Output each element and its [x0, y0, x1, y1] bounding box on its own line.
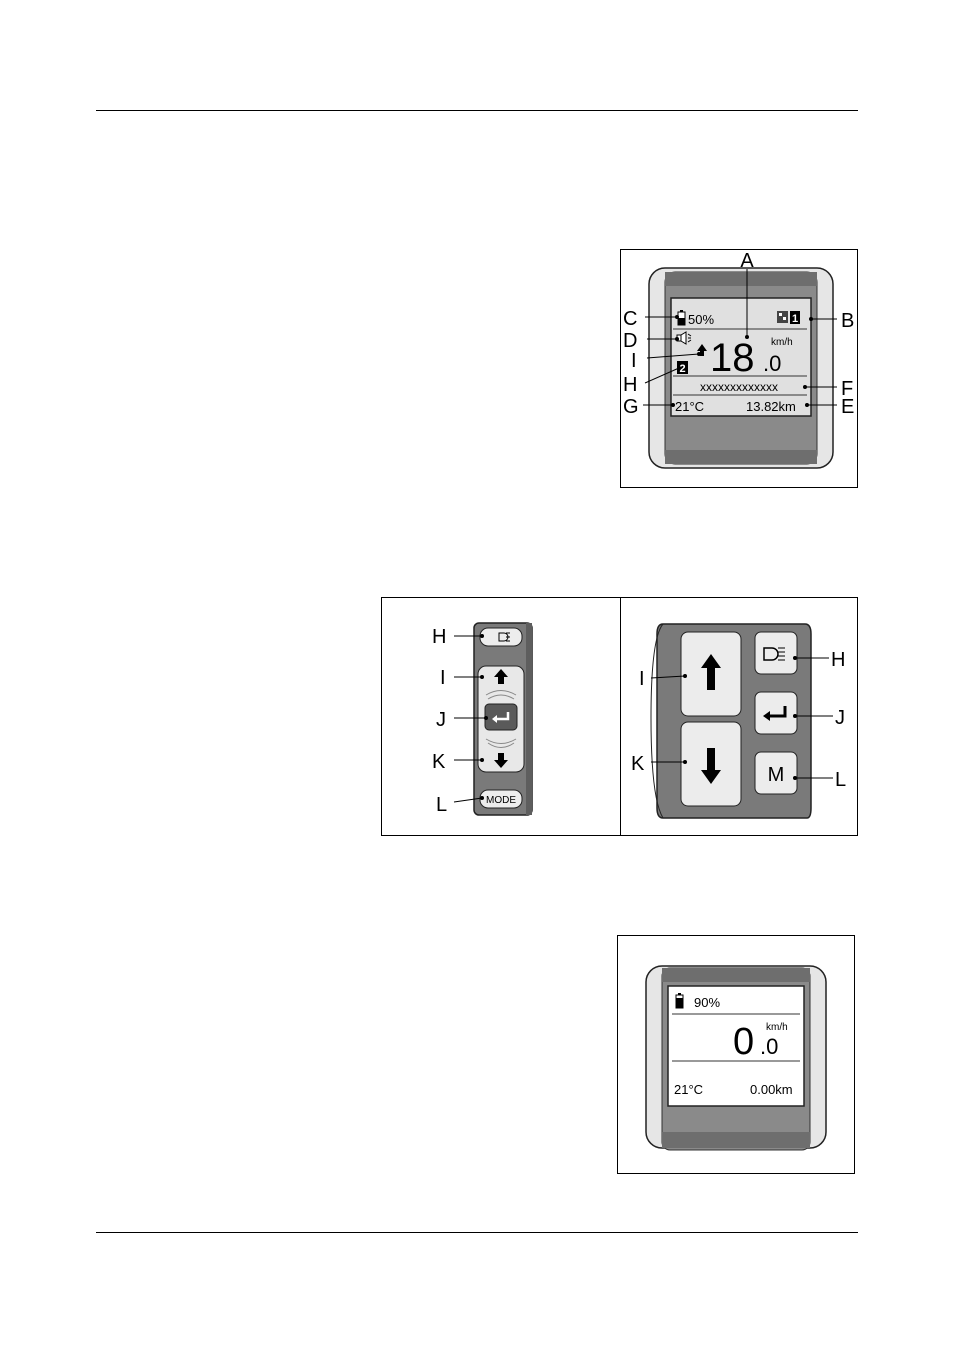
down-arrow-icon[interactable] [494, 753, 508, 768]
mode-button-label: M [768, 764, 785, 786]
callout-H: H [623, 374, 637, 396]
battery-icon [677, 310, 686, 326]
push-assist-arrow-icon [697, 344, 707, 356]
message-row: xxxxxxxxxxxxx [700, 380, 778, 394]
speed-unit: km/h [766, 1022, 788, 1033]
callout-H: H [432, 626, 446, 648]
speaker-icon [676, 331, 692, 345]
mode-button-label: MODE [486, 795, 516, 806]
figure-display-startup: 90% 0 .0 km/h 21°C 0.00km [617, 935, 855, 1174]
temperature: 21°C [675, 399, 704, 414]
callout-I: I [639, 668, 645, 690]
figure-display-overview: 50% 1 18 .0 km/h 2 xxxxxxxxxxxxx 21°C 13… [620, 249, 858, 488]
callout-J: J [436, 709, 446, 731]
temperature: 21°C [674, 1082, 703, 1097]
figure-remote-vertical: MODE H I J K L [381, 597, 621, 836]
callout-L: L [835, 769, 846, 791]
enter-button[interactable] [484, 703, 518, 731]
callout-D: D [623, 330, 637, 352]
callout-I: I [440, 667, 446, 689]
distance: 0.00km [750, 1082, 793, 1097]
callout-K: K [631, 753, 645, 775]
callout-A: A [740, 250, 754, 272]
mode-button[interactable] [479, 789, 523, 809]
callout-B: B [841, 310, 854, 332]
battery-percent: 90% [694, 995, 720, 1010]
callout-L: L [436, 794, 447, 816]
callout-G: G [623, 396, 639, 418]
speed-decimal: .0 [760, 1034, 778, 1059]
assist-level: 2 [679, 363, 685, 375]
headlight-button[interactable] [754, 631, 798, 675]
down-button[interactable] [680, 721, 742, 807]
callout-F: F [841, 378, 853, 400]
callout-J: J [835, 707, 845, 729]
mode-digit: 1 [792, 313, 798, 325]
up-button[interactable] [680, 631, 742, 717]
headlight-button[interactable] [479, 627, 523, 647]
battery-icon [675, 993, 684, 1009]
callout-C: C [623, 308, 637, 330]
assist-mode-icon [777, 311, 800, 324]
bottom-rule [96, 1232, 858, 1233]
callout-E: E [841, 396, 854, 418]
distance: 13.82km [746, 399, 796, 414]
callout-K: K [432, 751, 446, 773]
figure-remote-square: M I K H J L [620, 597, 858, 836]
top-rule [96, 110, 858, 111]
battery-percent: 50% [688, 312, 714, 327]
speed-unit: km/h [771, 337, 793, 348]
up-arrow-icon[interactable] [494, 669, 508, 684]
mode-button[interactable] [754, 751, 798, 795]
speed-decimal: .0 [763, 351, 781, 376]
enter-button[interactable] [754, 691, 798, 735]
callout-I: I [631, 350, 637, 372]
callout-H: H [831, 649, 845, 671]
speed-value: 18 [710, 336, 755, 380]
speed-value: 0 [733, 1021, 754, 1063]
